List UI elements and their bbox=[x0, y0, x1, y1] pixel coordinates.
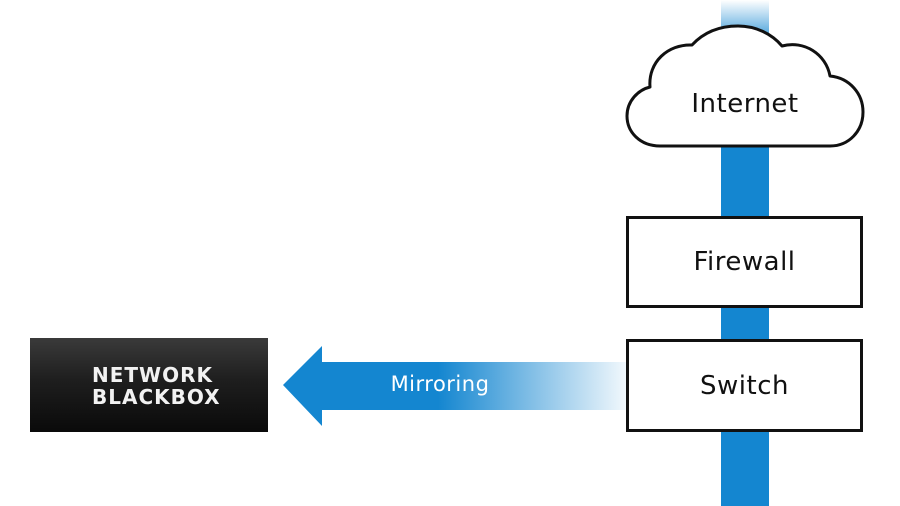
network-blackbox-logo: NETWORK BLACKBOX bbox=[30, 338, 268, 432]
mirroring-label: Mirroring bbox=[390, 372, 490, 396]
switch-label: Switch bbox=[700, 370, 789, 401]
internet-label: Internet bbox=[691, 89, 799, 119]
logo-line-2: BLACKBOX bbox=[92, 385, 221, 409]
mirroring-arrow bbox=[283, 346, 628, 426]
firewall-label: Firewall bbox=[693, 247, 796, 277]
internet-node: Internet bbox=[660, 84, 830, 124]
firewall-label-wrap: Firewall bbox=[626, 216, 863, 308]
firewall-node bbox=[626, 216, 863, 308]
cloud-icon bbox=[625, 24, 865, 148]
logo-line-1: NETWORK bbox=[92, 363, 214, 387]
switch-label-wrap: Switch bbox=[626, 339, 863, 432]
switch-node bbox=[626, 339, 863, 432]
